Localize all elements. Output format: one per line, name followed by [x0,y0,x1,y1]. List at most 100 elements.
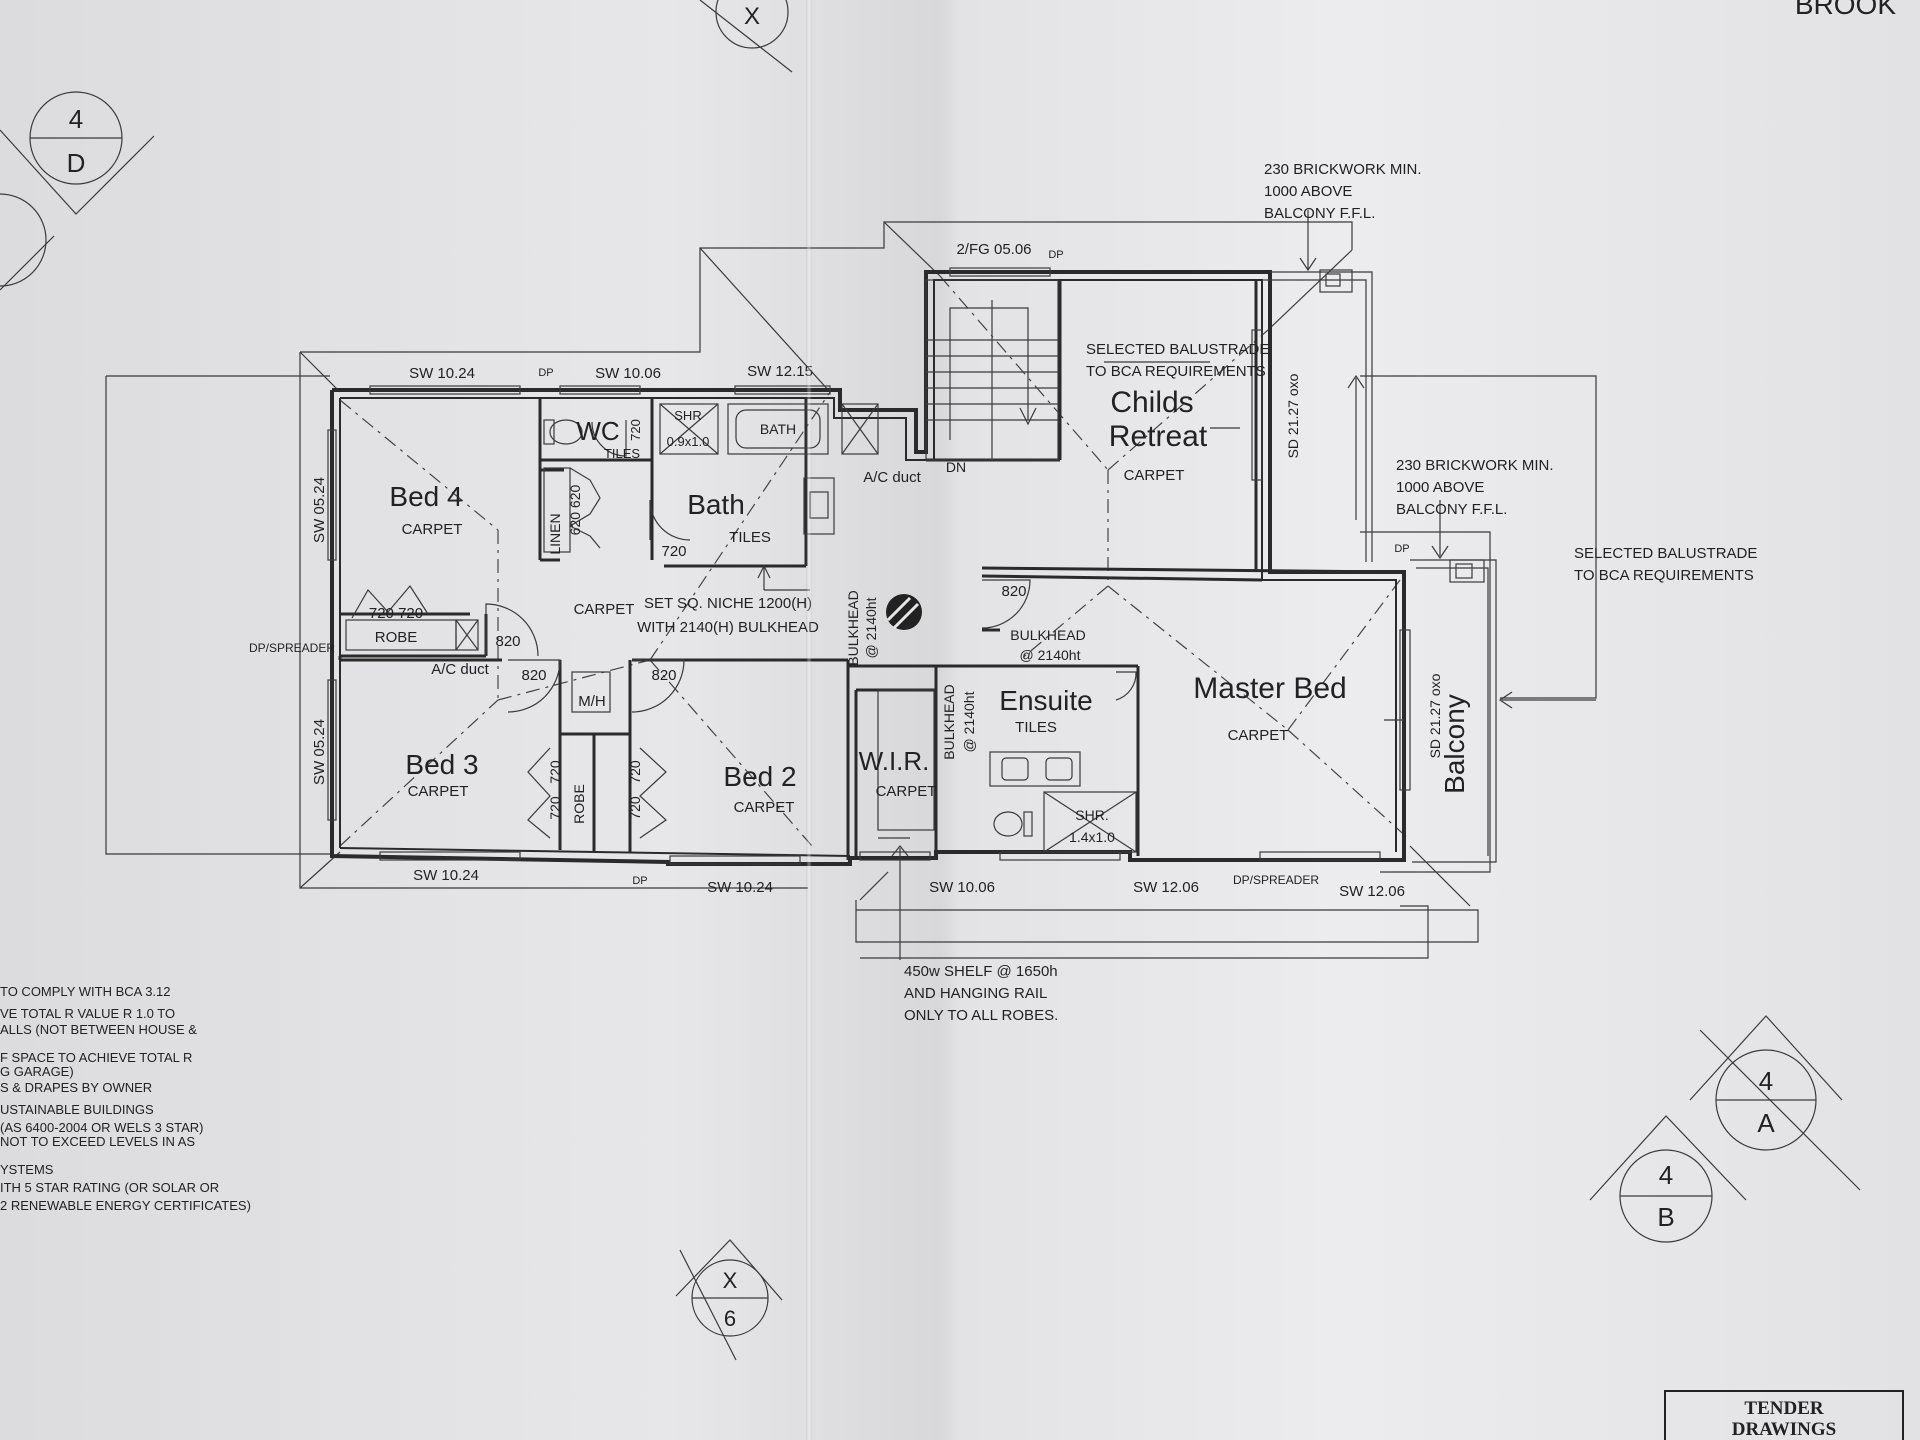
room-bath: Bath [687,489,745,520]
room-childs-retreat-2: Retreat [1109,420,1208,453]
bulkhead-1-label: BULKHEAD [845,590,861,665]
internal-walls [338,280,1405,860]
floor-bed4: CARPET [402,521,463,538]
robe1-label: ROBE [375,629,418,646]
robe1-dims: 720 720 [369,605,423,622]
dp-spreader-2: DP/SPREADER [1233,873,1319,887]
ac-riser [841,403,879,455]
bath-fixtures [543,403,835,535]
niche-note-line2: WITH 2140(H) BULKHEAD [637,619,819,636]
window-sw-bot-1: SW 10.24 [413,867,479,884]
corner-text: BROOK [1795,0,1896,20]
note-6: S & DRAPES BY OWNER [0,1080,152,1095]
room-bed2: Bed 2 [723,761,796,792]
floor-ensuite: TILES [1015,719,1057,736]
brickwork-note-2-line3: BALCONY F.F.L. [1396,501,1507,518]
tender-line-1: TENDER [1744,1398,1824,1419]
downpipe-2: DP [632,875,647,887]
shower2-label: SHR. [1075,807,1108,823]
section-marker-x-top: X [699,0,793,73]
bulkhead-2-height: @ 2140ht [1020,647,1081,663]
window-sw-bot-3: SW 10.06 [929,879,995,896]
marker-4d-number: 4 [69,104,83,134]
room-master-bed: Master Bed [1193,672,1346,705]
shelf-note-line2: AND HANGING RAIL [904,985,1047,1002]
stair-dn: DN [946,459,966,475]
paper-fold [806,0,812,1440]
window-sw-bot-2: SW 10.24 [707,879,773,896]
window-sw-left-1: SW 05.24 [311,477,328,543]
section-marker-4b: 4 B [1589,1115,1747,1243]
balcony-walls [1251,269,1497,863]
annotations: 230 BRICKWORK MIN. 1000 ABOVE BALCONY F.… [904,161,1757,1024]
window-sw-bot-4: SW 12.06 [1133,879,1199,896]
room-ensuite: Ensuite [999,685,1092,716]
marker-x-top-letter: X [744,3,760,30]
window-sw-bot-5: SW 12.06 [1339,883,1405,900]
door-820-a: 820 [495,633,520,650]
note-3: ALLS (NOT BETWEEN HOUSE & [0,1022,197,1037]
robe2-dim-d: 720 [627,796,643,820]
bulkhead-3-height: @ 2140ht [961,691,977,752]
window-symbols [327,267,1381,865]
room-wir: W.I.R. [859,746,930,776]
door-720-b: 720 [628,419,643,441]
room-bed3: Bed 3 [405,749,478,780]
room-bed4: Bed 4 [389,481,462,512]
tender-line-2: DRAWINGS [1731,1419,1837,1440]
bulkhead-3-label: BULKHEAD [941,684,957,759]
storage-fixtures [345,467,667,839]
shelf-note-line1: 450w SHELF @ 1650h [904,963,1058,980]
window-sw-top-2: SW 10.06 [595,365,661,382]
door-swings [485,420,1137,713]
downpipe-1: DP [538,367,553,379]
brickwork-note-2-line1: 230 BRICKWORK MIN. [1396,457,1554,474]
marker-x6-number: 6 [724,1306,736,1331]
tender-drawings-stamp: TENDER DRAWINGS [1664,1390,1904,1440]
note-11: ITH 5 STAR RATING (OR SOLAR OR [0,1180,219,1195]
general-notes: TO COMPLY WITH BCA 3.12 VE TOTAL R VALUE… [0,984,251,1213]
note-10: YSTEMS [0,1162,54,1177]
note-7: USTAINABLE BUILDINGS [0,1102,154,1117]
floor-childs-retreat: CARPET [1124,467,1185,484]
sliding-door-2: SD 21.27 oxo [1427,673,1443,758]
window-fg: 2/FG 05.06 [956,241,1031,258]
door-820-c: 820 [651,667,676,684]
window-sw-top-3: SW 12.15 [747,363,813,380]
floor-bed3: CARPET [408,783,469,800]
niche-note-line1: SET SQ. NICHE 1200(H) [644,595,812,612]
floor-wc: TILES [604,446,640,461]
floor-wir: CARPET [876,783,937,800]
room-balcony: Balcony [1439,694,1470,794]
note-9: NOT TO EXCEED LEVELS IN AS [0,1134,195,1149]
downpipe-3: DP [1048,249,1063,261]
note-12: 2 RENEWABLE ENERGY CERTIFICATES) [0,1198,251,1213]
roof-outline [105,221,1597,959]
balustrade-note-2-line1: SELECTED BALUSTRADE [1574,545,1757,562]
marker-x6-letter: X [723,1268,738,1293]
brickwork-note-2-line2: 1000 ABOVE [1396,479,1484,496]
note-2: VE TOTAL R VALUE R 1.0 TO [0,1006,175,1021]
bath-fixture-label: BATH [760,421,796,437]
bulkhead-1-height: @ 2140ht [863,597,879,658]
brickwork-note-1-line3: BALCONY F.F.L. [1264,205,1375,222]
robe2-label: ROBE [571,784,587,824]
brickwork-note-1-line2: 1000 ABOVE [1264,183,1352,200]
balustrade-note-1-line1: SELECTED BALUSTRADE [1086,341,1269,358]
floor-master-bed: CARPET [1228,727,1289,744]
shower1-label: SHR [674,408,701,423]
marker-4a-number: 4 [1759,1066,1773,1096]
robe2-dim-b: 720 [547,796,563,820]
shelf-note-line3: ONLY TO ALL ROBES. [904,1007,1058,1024]
note-4: F SPACE TO ACHIEVE TOTAL R [0,1050,192,1065]
floor-bed2: CARPET [734,799,795,816]
marker-4b-number: 4 [1659,1160,1673,1190]
note-1: TO COMPLY WITH BCA 3.12 [0,984,171,999]
downpipe-4: DP [1394,543,1409,555]
ac-duct-label-2: A/C duct [863,469,921,486]
room-labels: Bed 4 CARPET WC TILES Bath TILES BATH SH… [369,386,1470,845]
staircase [925,279,1059,461]
note-8: (AS 6400-2004 OR WELS 3 STAR) [0,1120,204,1135]
room-childs-retreat-1: Childs [1110,386,1193,419]
